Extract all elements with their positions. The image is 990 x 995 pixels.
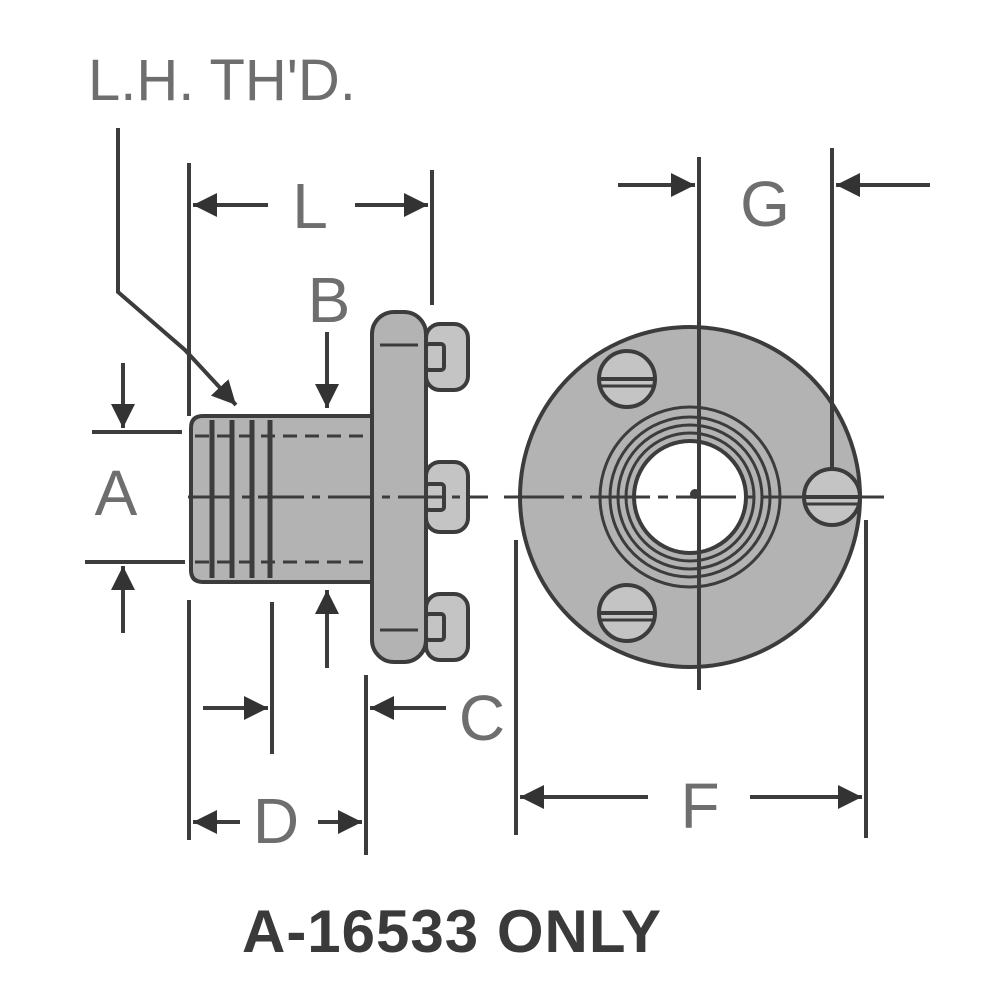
flange bbox=[370, 310, 428, 664]
front-view bbox=[504, 157, 884, 690]
thread-grooves bbox=[209, 420, 273, 578]
dimension-label-d: D bbox=[253, 785, 299, 857]
shank-body bbox=[189, 414, 374, 584]
dimension-label-c: C bbox=[459, 682, 505, 754]
dimension-label-l: L bbox=[292, 170, 328, 242]
dimension-label-g: G bbox=[740, 168, 790, 240]
part-caption: A-16533 ONLY bbox=[242, 898, 662, 965]
flange-screws bbox=[424, 322, 470, 662]
side-view bbox=[189, 310, 470, 664]
dimension-label-a: A bbox=[95, 457, 138, 529]
dimension-lines bbox=[85, 128, 930, 855]
dimension-label-f: F bbox=[680, 770, 719, 842]
dimension-label-b: B bbox=[308, 264, 351, 336]
thread-note-label: L.H. TH'D. bbox=[88, 48, 356, 113]
